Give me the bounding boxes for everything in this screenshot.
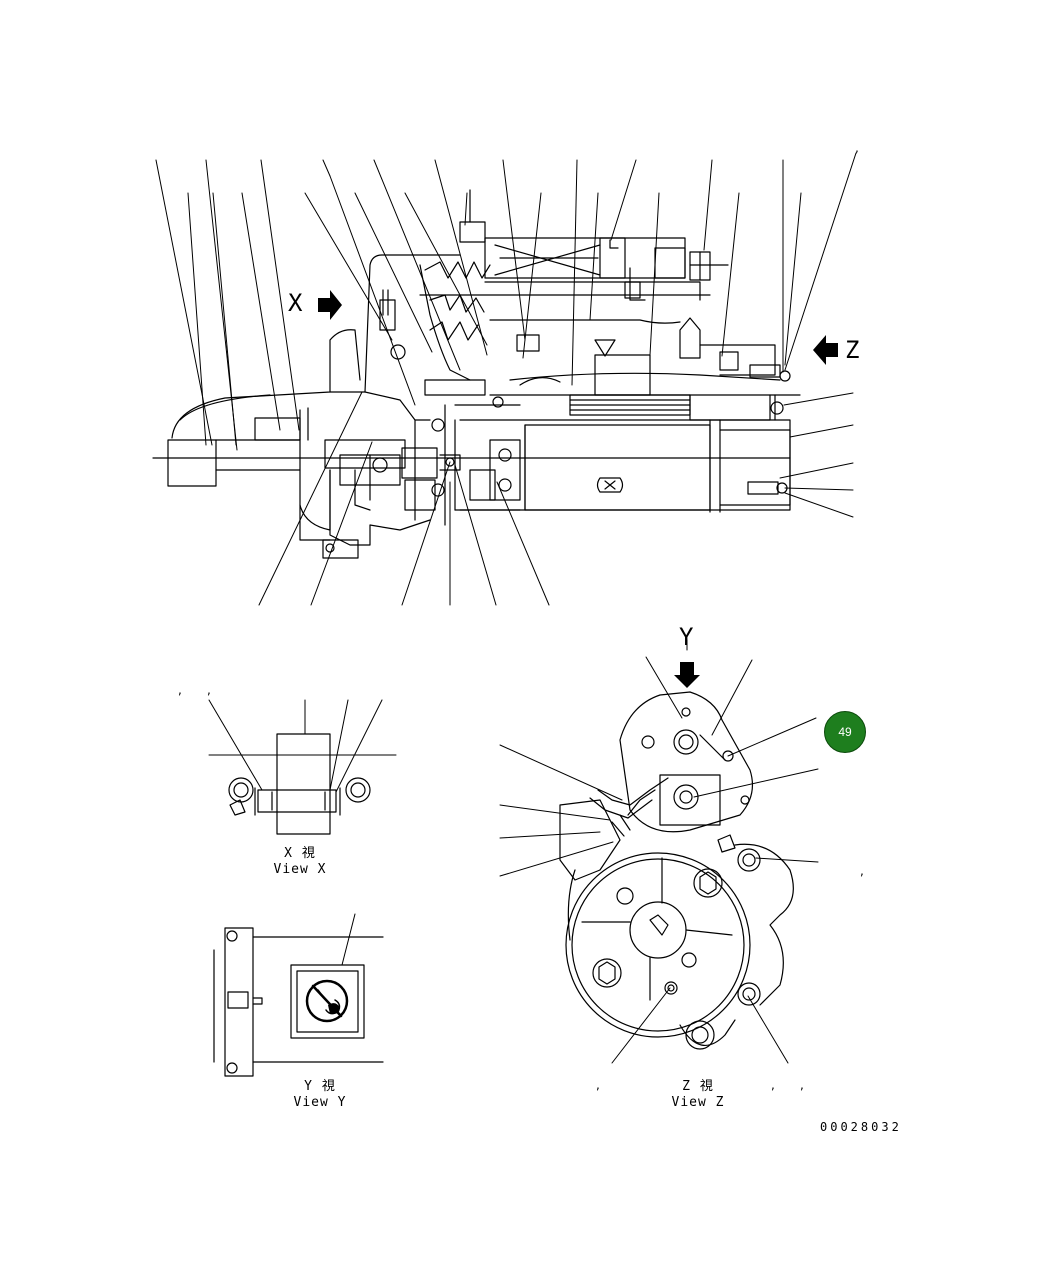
view-x-caption: X 視 View X: [250, 846, 350, 878]
arrow-x-icon: [318, 290, 342, 320]
document-number: 00028032: [820, 1120, 902, 1134]
page-number-badge[interactable]: 49: [824, 711, 866, 753]
view-z-caption: Z 視 View Z: [648, 1079, 748, 1111]
comma-mark: ,: [178, 683, 182, 697]
view-y-caption-en: View Y: [293, 1095, 347, 1110]
view-y-caption-jp: Y 視: [304, 1079, 336, 1094]
view-x-drawing: [208, 733, 397, 835]
comma-mark: ,: [860, 864, 864, 878]
view-z-letter: Z: [845, 336, 860, 364]
view-z-caption-jp: Z 視: [682, 1079, 714, 1094]
view-x-caption-jp: X 視: [284, 846, 316, 861]
view-x-caption-en: View X: [273, 862, 327, 877]
comma-mark: ,: [207, 683, 211, 697]
arrow-y-icon: [674, 662, 700, 688]
view-y-letter: Y: [679, 623, 694, 651]
main-view-leaders-bottom: [258, 391, 550, 606]
arrow-z-icon: [813, 335, 838, 365]
view-z-leaders: [499, 656, 819, 1064]
view-x-leaders: [208, 699, 383, 793]
view-z-drawing: [559, 691, 794, 1050]
main-view-leaders-right: [779, 392, 854, 518]
main-view-leaders-top: [155, 152, 857, 451]
view-x-letter: X: [288, 289, 303, 317]
comma-mark: ,: [771, 1078, 775, 1092]
view-y-drawing: [213, 913, 384, 1077]
comma-mark: ,: [855, 141, 859, 155]
view-y-caption: Y 視 View Y: [270, 1079, 370, 1111]
view-z-caption-en: View Z: [671, 1095, 725, 1110]
comma-mark: ,: [596, 1078, 600, 1092]
comma-mark: ,: [800, 1078, 804, 1092]
view-arrows: [318, 290, 838, 688]
